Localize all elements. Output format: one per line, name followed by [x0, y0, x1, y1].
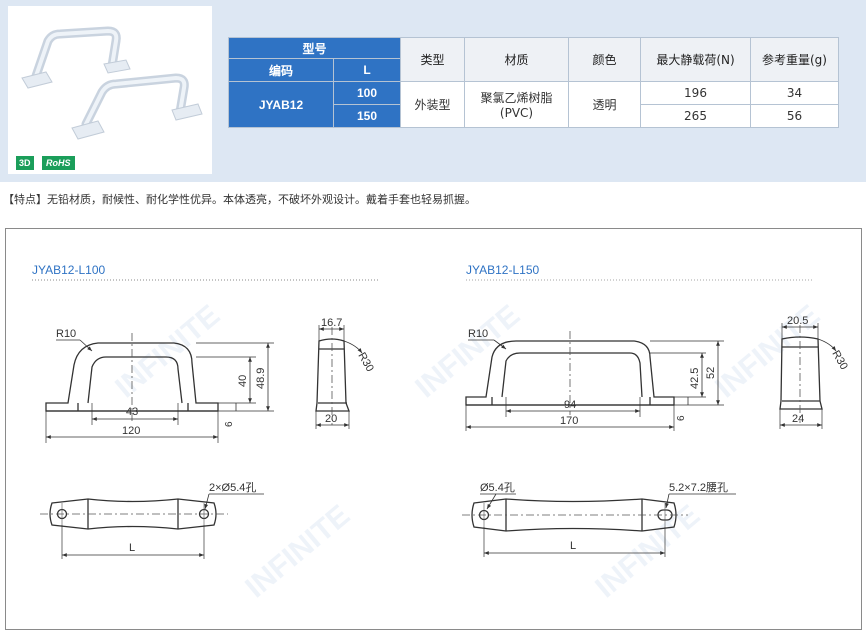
type-cell: 外装型: [400, 81, 465, 128]
left-d20: 20: [325, 413, 337, 425]
right-front-view: [465, 340, 675, 406]
row1-load: 196: [640, 81, 751, 105]
header-type: 类型: [400, 37, 465, 82]
3d-badge: 3D: [16, 156, 34, 170]
technical-drawing: INFINITE INFINITE INFINITE INFINITE INFI…: [32, 263, 850, 605]
material-line1: 聚氯乙烯树脂: [480, 91, 553, 105]
handle-photo-illustration: [21, 26, 203, 140]
row1-weight: 34: [750, 81, 839, 105]
right-d6: 6: [676, 415, 687, 421]
right-L: L: [570, 540, 576, 552]
watermark-3: INFINITE: [709, 299, 826, 405]
left-L: L: [129, 542, 135, 554]
left-hole: 2×Ø5.4孔: [209, 481, 256, 494]
left-d40: 40: [237, 375, 249, 387]
left-d16-7: 16.7: [321, 317, 342, 329]
right-r30: R30: [829, 349, 849, 372]
watermark-4: INFINITE: [239, 499, 356, 605]
left-d6: 6: [224, 421, 235, 427]
header-model: 型号: [228, 37, 401, 59]
code-cell: JYAB12: [228, 81, 334, 128]
row1-L: 100: [333, 81, 401, 105]
left-d43: 43: [126, 406, 138, 418]
feature-text: 【特点】无铅材质，耐候性、耐化学性优异。本体透亮，不破坏外观设计。戴着手套也轻易…: [3, 193, 476, 206]
watermark-1: INFINITE: [109, 299, 226, 405]
left-r10: R10: [56, 328, 76, 340]
right-r10: R10: [468, 328, 488, 340]
right-slot: 5.2×7.2腰孔: [669, 481, 728, 494]
right-d42-5: 42.5: [689, 368, 701, 389]
left-r30: R30: [355, 351, 375, 374]
product-photo: [8, 6, 212, 174]
left-d48-9: 48.9: [255, 368, 267, 389]
row2-load: 265: [640, 104, 751, 128]
material-line2: (PVC): [499, 106, 534, 120]
watermark-layer: INFINITE INFINITE INFINITE INFINITE INFI…: [109, 299, 826, 605]
left-front-view: [45, 342, 219, 412]
color-cell: 透明: [568, 81, 641, 128]
right-d52: 52: [705, 367, 717, 379]
right-d24: 24: [792, 413, 804, 425]
watermark-2: INFINITE: [409, 299, 526, 405]
left-d120: 120: [122, 425, 140, 437]
rohs-badge: RoHS: [42, 156, 75, 170]
header-load: 最大静载荷(N): [640, 37, 751, 82]
header-L: L: [333, 58, 401, 82]
drawing-panel: INFINITE INFINITE INFINITE INFINITE INFI…: [5, 228, 862, 630]
left-side-view: [315, 338, 350, 412]
row2-weight: 56: [750, 104, 839, 128]
right-d170: 170: [560, 415, 578, 427]
right-d20-5: 20.5: [787, 315, 808, 327]
row2-L: 150: [333, 104, 401, 128]
header-code: 编码: [228, 58, 334, 82]
watermark-5: INFINITE: [589, 499, 706, 605]
header-weight: 参考重量(g): [750, 37, 839, 82]
right-d94: 94: [564, 399, 576, 411]
header-material: 材质: [464, 37, 569, 82]
header-color: 颜色: [568, 37, 641, 82]
right-hole: Ø5.4孔: [480, 481, 515, 494]
right-title: JYAB12-L150: [466, 263, 539, 277]
left-title: JYAB12-L100: [32, 263, 105, 277]
material-cell: 聚氯乙烯树脂 (PVC): [464, 81, 569, 128]
spec-table: 型号 类型 材质 颜色 最大静载荷(N) 参考重量(g) 编码 L JYAB12…: [228, 37, 839, 128]
